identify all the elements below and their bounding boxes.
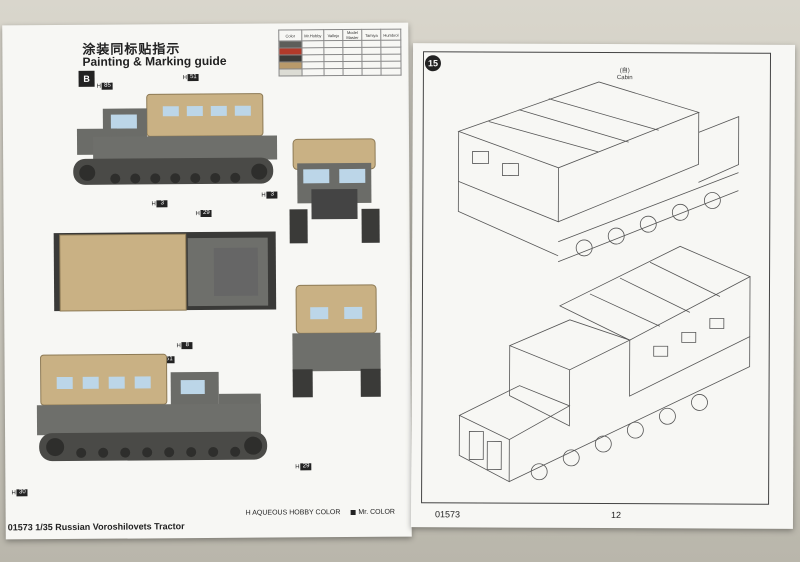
color-swatch-row xyxy=(279,68,402,76)
kit-number: 01573 xyxy=(434,509,461,520)
page-number: 12 xyxy=(610,510,622,521)
color-reference-table: Color Mr.Hobby Vallejo Model Master Tami… xyxy=(278,29,402,77)
step-badge: 15 xyxy=(424,55,442,72)
tractor-side-view-right xyxy=(36,353,268,462)
tractor-rear-view xyxy=(292,284,381,398)
tractor-line-drawing-front xyxy=(458,245,751,483)
tractor-front-view xyxy=(289,138,380,244)
left-instruction-page: 涂装同标贴指示 Painting & Marking guide B Color… xyxy=(2,22,412,540)
kit-footer: 01573 1/35 Russian Voroshilovets Tractor xyxy=(7,521,185,533)
tractor-line-drawing-rear xyxy=(457,81,740,263)
right-instruction-page: 15 (自)Cabin xyxy=(410,43,796,529)
page-title: Painting & Marking guide xyxy=(82,53,227,69)
tractor-side-view-left xyxy=(73,93,278,185)
tractor-top-view xyxy=(53,231,277,312)
